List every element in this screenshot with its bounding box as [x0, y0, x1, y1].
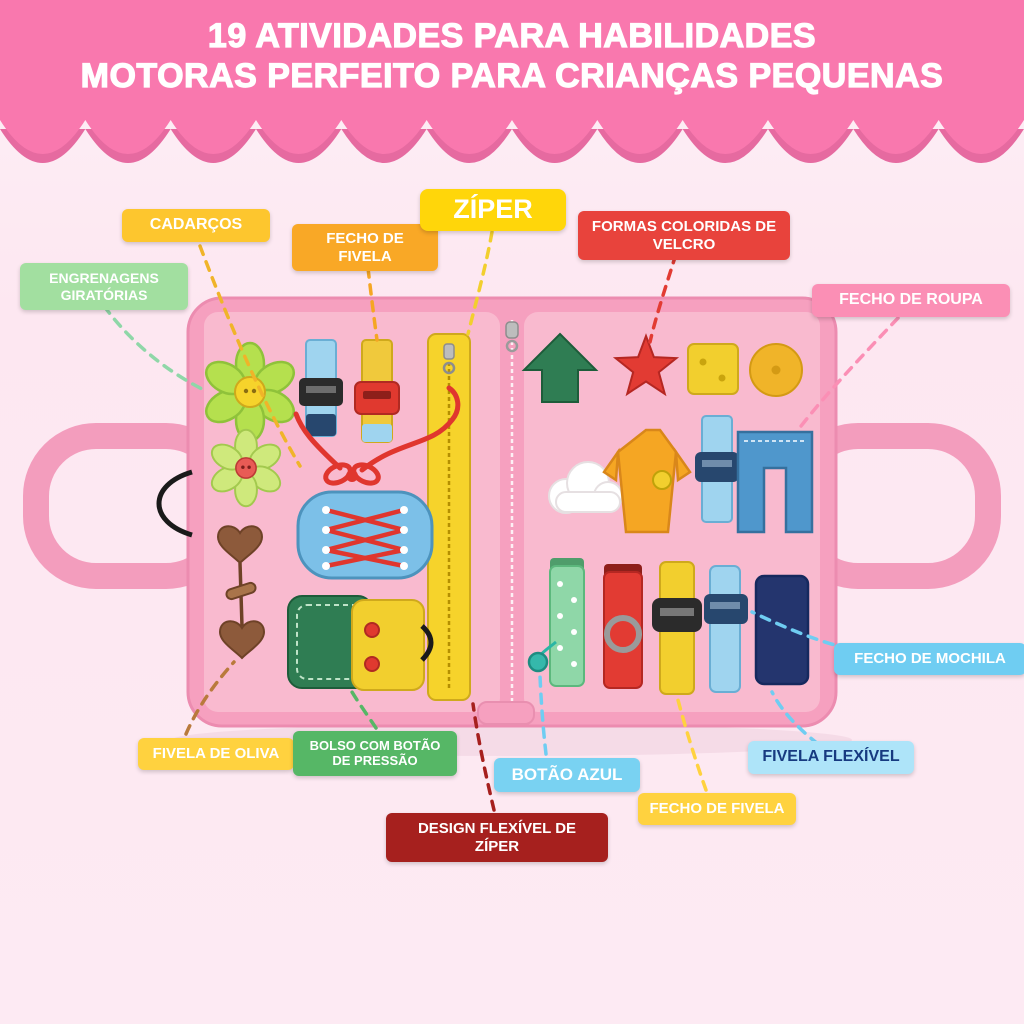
- connector-lines: [102, 230, 900, 812]
- red-ring-strap: [603, 564, 643, 689]
- callout-fivela-de-oliva: FIVELA DE OLIVA: [138, 738, 294, 770]
- callout-bolso-botao-pressao: BOLSO COM BOTÃO DE PRESSÃO: [293, 731, 457, 776]
- header-banner: 19 ATIVIDADES PARA HABILIDADES MOTORAS P…: [0, 0, 1024, 120]
- callout-cadarcos: CADARÇOS: [122, 209, 270, 242]
- callout-fivela-flexivel: FIVELA FLEXÍVEL: [748, 741, 914, 774]
- connector-bolso: [350, 690, 378, 730]
- yellow-buckle-strap: [652, 561, 702, 695]
- blue-strap-buckle: [299, 339, 343, 437]
- callout-engrenagens: ENGRENAGENS GIRATÓRIAS: [20, 263, 188, 311]
- white-cloud: [548, 461, 623, 514]
- connector-fivela-flexivel: [770, 690, 820, 746]
- flex-buckle-panel: [754, 574, 810, 686]
- green-arrow-shape: [521, 332, 599, 403]
- doll-button: [652, 470, 672, 490]
- gear-large-icon: [205, 341, 295, 443]
- lace-bow: [293, 385, 461, 486]
- yellow-red-buckle-strap: [354, 339, 400, 443]
- connector-cadarcos: [198, 244, 302, 468]
- connector-design: [471, 702, 496, 812]
- heart-toggles: [216, 525, 266, 660]
- callout-formas-coloridas: FORMAS COLORIDAS DE VELCRO: [578, 211, 790, 261]
- polka-green-strap: [527, 558, 585, 687]
- velcro-shapes: [521, 332, 803, 403]
- headline-line1: 19 ATIVIDADES PARA HABILIDADES: [207, 16, 817, 55]
- lacing-shoe: [293, 385, 461, 580]
- connector-fecho-roupa: [796, 316, 900, 432]
- callout-fecho-de-fivela-bottom: FECHO DE FIVELA: [638, 793, 796, 825]
- connector-formas: [648, 252, 678, 344]
- headline-line2: MOTORAS PERFEITO PARA CRIANÇAS PEQUENAS: [80, 56, 944, 95]
- callout-fecho-de-mochila: FECHO DE MOCHILA: [834, 643, 1024, 675]
- middle-blue-strap: [695, 415, 739, 523]
- connector-fecho-mochila: [750, 610, 868, 654]
- connector-engrenagens: [102, 304, 206, 392]
- callout-botao-azul: BOTÃO AZUL: [494, 758, 640, 793]
- connector-botao-azul: [538, 674, 548, 756]
- callout-fecho-de-fivela-top: FECHO DE FIVELA: [292, 224, 438, 272]
- center-zipper: [505, 320, 519, 708]
- callout-fecho-de-roupa: FECHO DE ROUPA: [812, 284, 1010, 317]
- snap-pocket: [287, 595, 434, 691]
- connector-fecho-top: [366, 266, 379, 342]
- callout-design-flexivel-ziper: DESIGN FLEXÍVEL DE ZÍPER: [386, 813, 608, 863]
- felt-doll-jacket: [602, 428, 692, 534]
- headline: 19 ATIVIDADES PARA HABILIDADES MOTORAS P…: [0, 0, 1024, 96]
- connector-fivela-oliva: [184, 660, 236, 736]
- connector-ziper: [466, 230, 494, 336]
- black-cord: [156, 469, 193, 538]
- red-star-shape: [612, 333, 680, 397]
- blue-button-bead: [527, 651, 549, 673]
- bottom-tab: [477, 701, 535, 725]
- callout-ziper: ZÍPER: [420, 189, 566, 231]
- connector-fecho-bottom: [676, 698, 708, 792]
- gear-small-icon: [210, 428, 282, 508]
- yellow-square-shape: [687, 343, 739, 395]
- backpack-blue-strap: [704, 565, 748, 693]
- denim-overalls: [736, 430, 814, 534]
